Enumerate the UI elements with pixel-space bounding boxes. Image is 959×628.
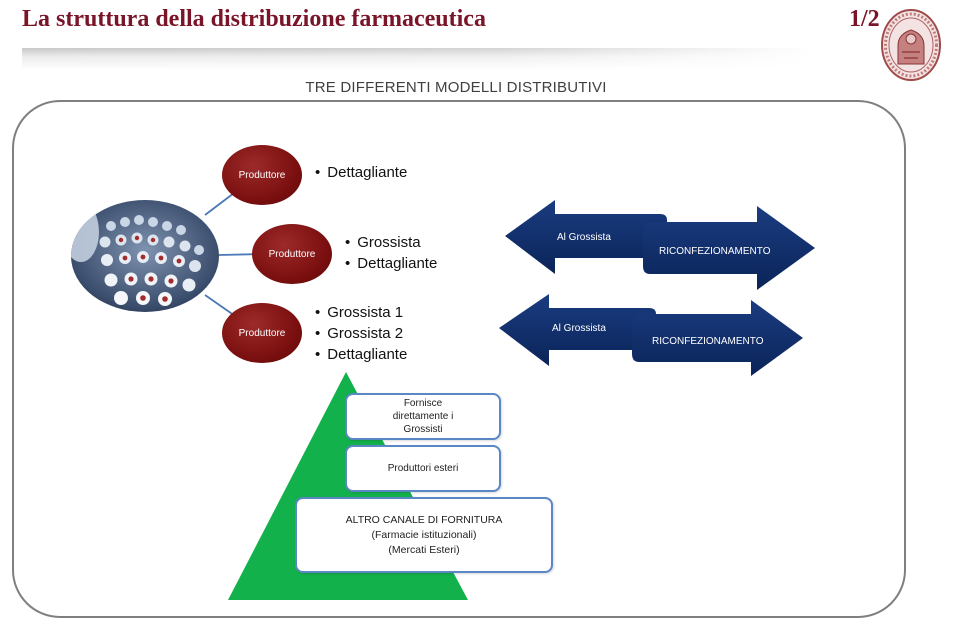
box-text-line: ALTRO CANALE DI FORNITURA (345, 513, 503, 526)
pyramid-box-middle: Produttori esteri (345, 445, 501, 492)
producer-node-1: Produttore (222, 145, 302, 205)
right-arrow-1 (643, 206, 815, 290)
arrow-1-left-label: Al Grossista (557, 232, 611, 243)
header-band (22, 48, 812, 70)
university-seal-icon (881, 9, 941, 81)
arrow-pair-1 (505, 200, 815, 290)
arrow-1-right-label: RICONFEZIONAMENTO (659, 246, 771, 257)
page-number: 1/2 (849, 6, 880, 32)
left-arrow-1 (505, 200, 667, 274)
right-arrow-2 (632, 300, 803, 376)
list-item: Grossista 1 (315, 302, 407, 323)
list-item: Dettagliante (345, 253, 437, 274)
producer-1-list: Dettagliante (315, 162, 407, 183)
box-text-line: Fornisce (403, 398, 443, 409)
box-text-line: (Mercati Esteri) (388, 543, 460, 556)
page-title: La struttura della distribuzione farmace… (22, 6, 486, 32)
arrow-pair-2 (499, 294, 803, 376)
list-item: Grossista (345, 232, 437, 253)
slide-subtitle: TRE DIFFERENTI MODELLI DISTRIBUTIVI (305, 79, 607, 96)
arrows-graphic (499, 200, 815, 376)
producer-node-3: Produttore (222, 303, 302, 363)
box-text-line: direttamente i (392, 411, 454, 422)
producer-3-list: Grossista 1 Grossista 2 Dettagliante (315, 302, 407, 365)
arrow-2-right-label: RICONFEZIONAMENTO (652, 336, 764, 347)
box-text-line: (Farmacie istituzionali) (371, 528, 477, 541)
vials-photo (71, 200, 219, 312)
box-text-line: Grossisti (403, 424, 443, 435)
list-item: Dettagliante (315, 162, 407, 183)
list-item: Dettagliante (315, 344, 407, 365)
pyramid-box-bottom: ALTRO CANALE DI FORNITURA (Farmacie isti… (295, 497, 553, 573)
producer-node-2: Produttore (252, 224, 332, 284)
producer-2-list: Grossista Dettagliante (345, 232, 437, 274)
pyramid-box-top: Fornisce direttamente i Grossisti (345, 393, 501, 440)
arrow-2-left-label: Al Grossista (552, 323, 606, 334)
list-item: Grossista 2 (315, 323, 407, 344)
left-arrow-2 (499, 294, 656, 366)
box-text-line: Produttori esteri (387, 463, 459, 474)
